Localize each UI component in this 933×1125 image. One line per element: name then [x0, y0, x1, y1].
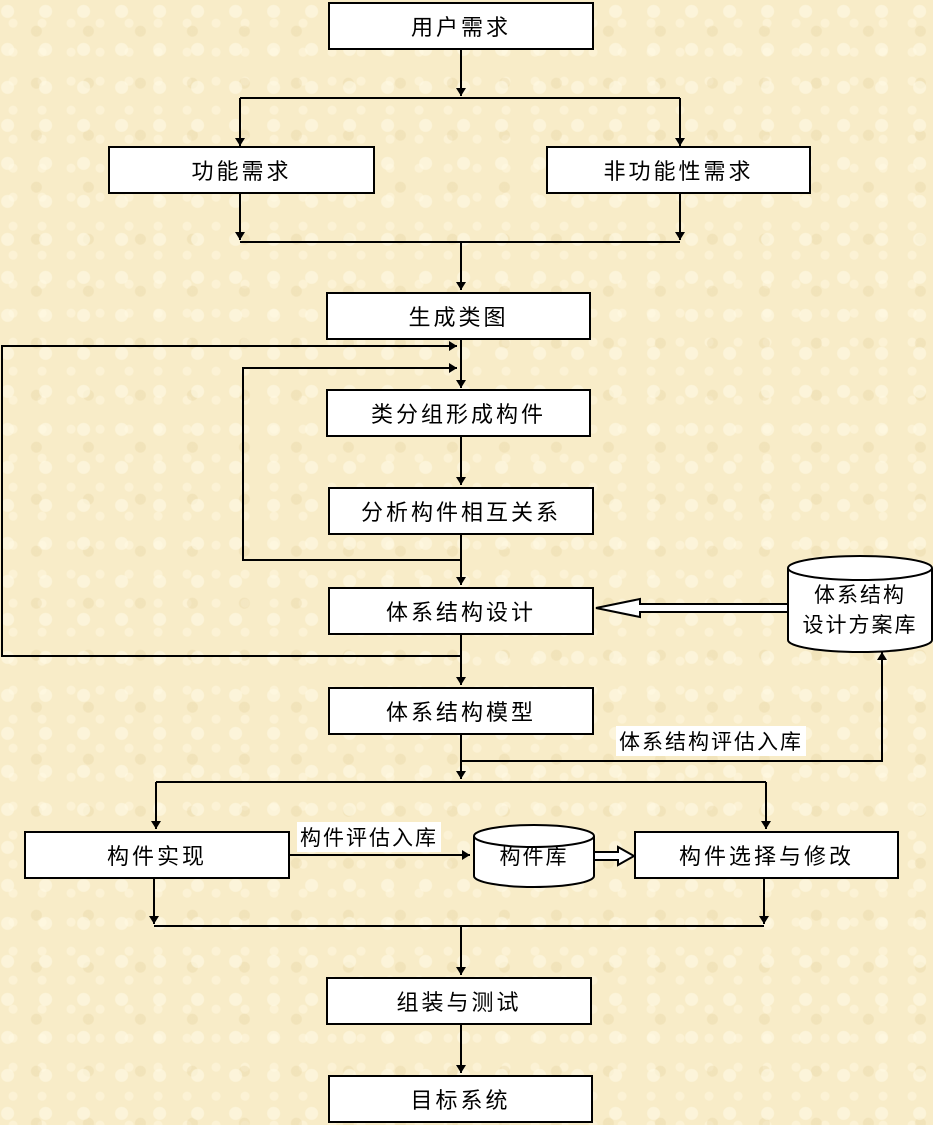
arch-repo-label-line2: 设计方案库 — [802, 613, 918, 637]
arch-repo-cylinder — [787, 555, 933, 653]
node-component-implementation: 构件实现 — [24, 831, 290, 879]
node-class-diagram: 生成类图 — [326, 292, 591, 340]
node-class-grouping: 类分组形成构件 — [326, 389, 591, 437]
arch-repo-label: 体系结构 设计方案库 — [788, 580, 932, 640]
node-architecture-design: 体系结构设计 — [328, 587, 594, 635]
node-analyze-relations: 分析构件相互关系 — [328, 487, 594, 535]
node-architecture-model: 体系结构模型 — [328, 687, 594, 735]
node-nonfunctional-requirements: 非功能性需求 — [546, 146, 811, 194]
edge-label-comp-eval: 构件评估入库 — [297, 822, 441, 852]
node-target-system: 目标系统 — [328, 1075, 593, 1123]
node-functional-requirements: 功能需求 — [108, 146, 375, 194]
edge-label-arch-eval: 体系结构评估入库 — [616, 726, 806, 756]
comp-repo-cylinder — [473, 824, 595, 888]
arch-repo-label-line1: 体系结构 — [814, 583, 906, 607]
edge-arch-eval — [461, 652, 887, 762]
node-component-selection: 构件选择与修改 — [634, 831, 899, 879]
edge-outer-loop — [1, 341, 461, 657]
edge-inner-loop — [242, 363, 461, 561]
hollow-arrow-comp-repo — [593, 845, 637, 867]
hollow-arrow-arch-repo — [595, 597, 789, 619]
comp-repo-label: 构件库 — [499, 845, 569, 869]
node-assemble-test: 组装与测试 — [326, 977, 592, 1025]
node-user-requirements: 用户需求 — [328, 2, 594, 50]
